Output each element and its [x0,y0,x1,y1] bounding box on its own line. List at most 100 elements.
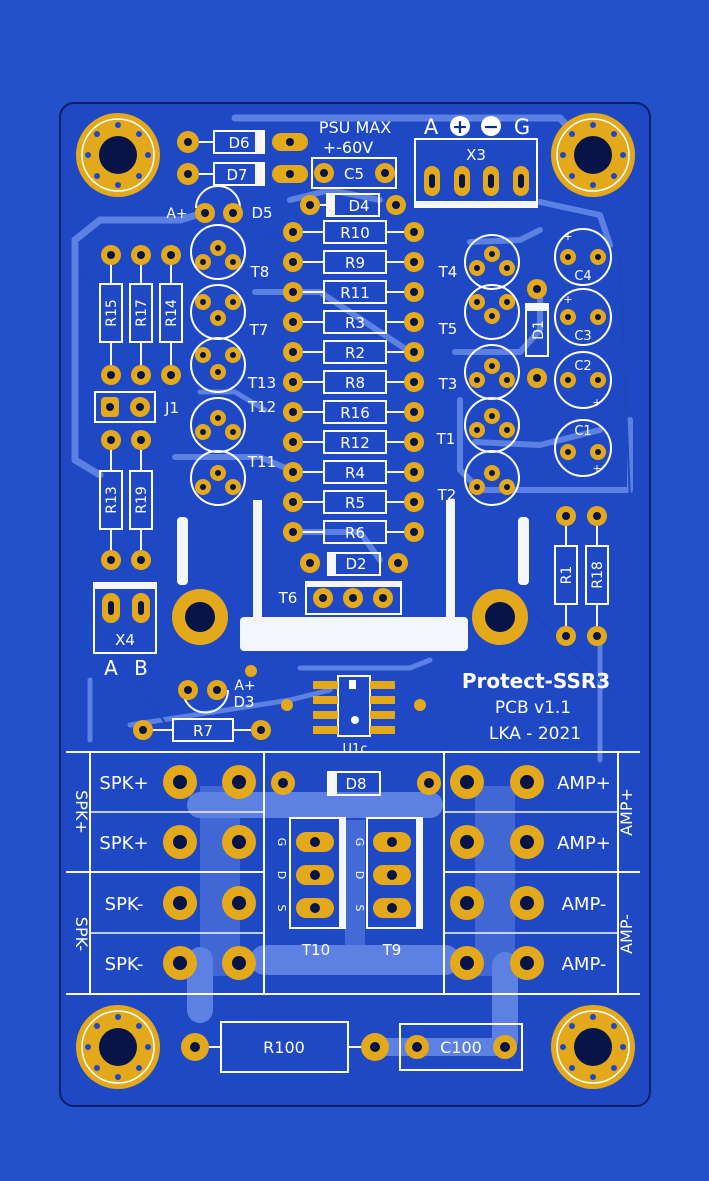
resistor-r100[interactable]: R100 [181,1021,389,1073]
r17-label: R17 [134,299,150,327]
r10-label: R10 [340,224,370,242]
ic-u1c[interactable]: U1c [245,665,426,757]
spk-terminal-4-label: SPK- [105,954,144,975]
resistor-r7[interactable]: R7 [133,718,271,742]
psu-note-line2: +-60V [323,138,374,157]
c3-plus-mark: + [563,293,572,306]
psu-note-line1: PSU MAX [319,118,391,137]
amp-terminal-3[interactable]: AMP- [450,886,606,920]
resistor-r10[interactable]: R10 [283,220,424,244]
j1-label: J1 [164,399,179,417]
r100-label: R100 [263,1038,305,1057]
transistor-t1[interactable]: T1 [436,397,520,453]
led-d5[interactable]: A+ D5 [166,185,273,223]
t9-pin-s: S [353,905,366,912]
transistor-t7[interactable]: T7 [190,284,269,340]
resistor-r3[interactable]: R3 [283,310,424,334]
diode-d6[interactable]: D6 [177,130,308,154]
spk-terminal-3[interactable]: SPK- [105,886,256,920]
resistor-r9[interactable]: R9 [283,250,424,274]
resistor-column: R10 R9 R11 R3 R2 R8 R16 R12 R4 R5 R6 [283,220,424,544]
c1-label: C1 [574,424,591,439]
t8-label: T8 [250,263,270,281]
transistor-t12[interactable]: T12 [190,397,276,453]
resistor-r2[interactable]: R2 [283,340,424,364]
x3-pin-a-label: A [424,115,439,139]
board-version: PCB v1.1 [495,698,571,718]
resistor-r12[interactable]: R12 [283,430,424,454]
right-resistors: R1 R18 [554,506,609,646]
transistor-t4[interactable]: T4 [438,234,520,290]
r14-label: R14 [164,299,180,327]
amp-plus-group-label: AMP+ [617,788,636,836]
connector-x4[interactable]: X4 A B [93,582,157,680]
capacitor-c4[interactable]: +C4 [554,228,612,286]
d8-label: D8 [345,775,366,793]
c3-label: C3 [574,329,591,344]
diode-d4[interactable]: D4 [300,193,406,217]
d3-anode-mark: A+ [234,678,255,694]
x4-ref-label: X4 [115,631,135,649]
x3-plus-icon: + [452,116,468,138]
resistor-r6[interactable]: R6 [283,520,424,544]
amp-terminal-4[interactable]: AMP- [450,946,606,980]
spk-terminal-2[interactable]: SPK+ [99,825,256,859]
resistor-r17[interactable]: R17 [129,245,153,385]
spk-terminal-1-label: SPK+ [99,773,148,794]
transistor-t6[interactable]: T6 [278,581,402,615]
d4-label: D4 [348,197,369,215]
capacitor-c3[interactable]: + C3 [554,288,612,346]
t10-pin-d: D [275,871,288,879]
r11-label: R11 [340,284,370,302]
transistor-t11[interactable]: T11 [190,450,276,506]
mounting-holes [76,113,635,1089]
transistor-t3[interactable]: T3 [438,344,520,400]
resistor-r8[interactable]: R8 [283,370,424,394]
x3-minus-icon: − [483,116,499,138]
resistor-r16[interactable]: R16 [283,400,424,424]
diode-d8[interactable]: D8 [271,771,441,796]
t5-label: T5 [438,320,458,338]
connector-x3[interactable]: A + − G X3 [414,115,538,208]
t12-label: T12 [247,398,276,416]
mosfet-t10[interactable]: G D S T10 [275,817,346,959]
c4-label: C4 [574,269,591,284]
t7-label: T7 [249,321,269,339]
diode-d7[interactable]: D7 [177,162,308,186]
capacitor-c2[interactable]: C2+ [554,351,612,409]
led-d3[interactable]: A+ D3 [178,678,256,714]
resistor-r14[interactable]: R14 [159,245,183,385]
amp-terminals: AMP+ AMP+ AMP- AMP- AMP+ AMP- [450,765,636,980]
resistor-r4[interactable]: R4 [283,460,424,484]
transistor-t8[interactable]: T8 [190,224,270,281]
spk-terminal-1[interactable]: SPK+ [99,765,256,799]
transistor-t5[interactable]: T5 [438,284,520,340]
resistor-r13[interactable]: R13 [99,430,123,570]
resistor-r15[interactable]: R15 [99,245,123,385]
resistor-r5[interactable]: R5 [283,490,424,514]
r16-label: R16 [340,404,370,422]
amp-terminal-1[interactable]: AMP+ [450,765,611,799]
capacitor-c100[interactable]: C100 [399,1023,523,1071]
capacitor-c1[interactable]: C1+ [554,419,612,477]
c2-plus-mark: + [592,396,601,409]
diode-d2[interactable]: D2 [300,552,408,576]
mosfet-t9[interactable]: G D S T9 [353,817,423,959]
transistor-t13[interactable]: T13 [190,337,276,393]
amp-terminal-2[interactable]: AMP+ [450,825,611,859]
t10-pin-s: S [275,905,288,912]
d3-label: D3 [233,693,254,711]
capacitor-c5[interactable]: C5 [311,157,397,189]
resistor-r18[interactable]: R18 [585,506,609,646]
x4-pin-b-label: B [134,656,148,680]
jumper-j1[interactable]: J1 [94,391,179,423]
diode-d1[interactable]: D1 [525,279,549,388]
resistor-r11[interactable]: R11 [283,280,424,304]
transistor-t2[interactable]: T2 [437,450,520,506]
board-author-year: LKA - 2021 [489,724,581,744]
resistor-r19[interactable]: R19 [129,430,153,570]
resistor-r1[interactable]: R1 [554,506,578,646]
d1-label: D1 [531,320,547,340]
spk-terminal-4[interactable]: SPK- [105,946,256,980]
d5-anode-mark: A+ [166,206,187,222]
